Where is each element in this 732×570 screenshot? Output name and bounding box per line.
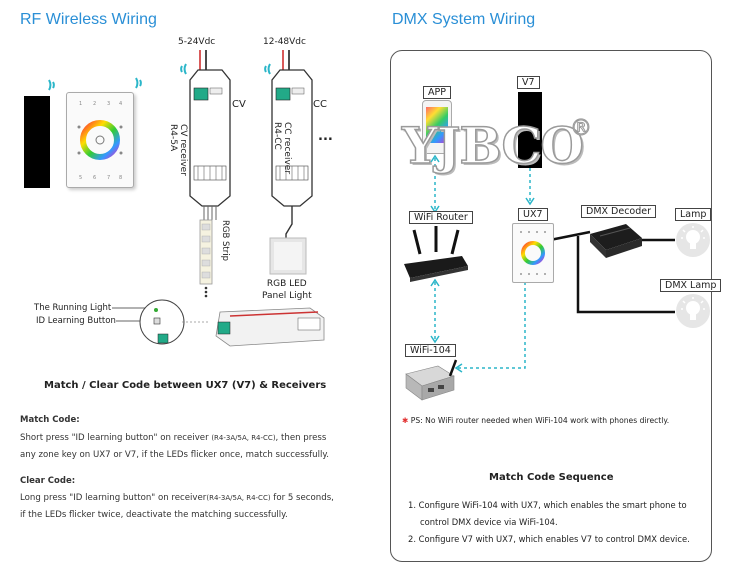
clear-code-line2: if the LEDs flicker twice, deactivate th… xyxy=(20,510,288,520)
step1-line2: control DMX device via WiFi-104. xyxy=(420,517,558,527)
clear-code-title: Clear Code: xyxy=(20,476,76,486)
dmx-decoder-image xyxy=(590,224,642,258)
receiver-closeup-diagram xyxy=(112,299,325,347)
wifi-icon xyxy=(135,77,142,89)
svg-text:1: 1 xyxy=(79,101,82,107)
color-wheel-icon: 1 2 3 4 5 6 7 8 xyxy=(77,101,123,181)
rgb-strip-label: RGB Strip xyxy=(220,220,230,262)
more-ellipsis: ... xyxy=(318,129,333,144)
running-light-label: The Running Light xyxy=(34,303,112,313)
clear-code-line1a: Long press "ID learning button" on recei… xyxy=(20,493,207,503)
match-code-line2: any zone key on UX7 or V7, if the LEDs f… xyxy=(20,450,330,460)
svg-text:7: 7 xyxy=(107,175,110,181)
wifi-icon xyxy=(264,63,271,75)
match-clear-heading: Match / Clear Code between UX7 (V7) & Re… xyxy=(44,380,327,391)
wifi104-label: WiFi-104 xyxy=(405,344,456,357)
match-code-line1b: , then press xyxy=(275,433,327,443)
lamp-label: Lamp xyxy=(675,208,712,221)
dmx-lamp-label: DMX Lamp xyxy=(660,279,722,292)
step2: 2. Configure V7 with UX7, which enables … xyxy=(408,534,690,544)
match-code-text: Short press "ID learning button" on rece… xyxy=(20,430,350,464)
match-code-line1a: Short press "ID learning button" on rece… xyxy=(20,433,212,443)
svg-text:8: 8 xyxy=(119,175,122,181)
svg-text:2: 2 xyxy=(93,101,96,107)
match-code-title: Match Code: xyxy=(20,415,80,425)
bulb-icon xyxy=(676,294,710,328)
app-label: APP xyxy=(423,86,451,99)
match-code-models: (R4-3A/5A, R4-CC) xyxy=(211,434,276,442)
v7-panel-image xyxy=(24,96,50,188)
wifi-icon xyxy=(48,79,55,91)
rf-section-title: RF Wireless Wiring xyxy=(20,11,157,28)
id-button-label: ID Learning Button xyxy=(36,316,116,326)
ux7-device-image xyxy=(512,223,554,283)
ps-asterisk: ✱ xyxy=(402,416,409,425)
cc-receiver-text: CC receiver R4-CC xyxy=(272,122,292,175)
cv-label: CV xyxy=(232,99,246,110)
ux7-label: UX7 xyxy=(518,208,548,221)
antenna-icon xyxy=(448,359,458,377)
cv-voltage-label: 5-24Vdc xyxy=(178,37,216,47)
phone-image xyxy=(422,100,452,154)
dmx-connection-diagram xyxy=(430,154,675,373)
wifi-router-label: WiFi Router xyxy=(409,211,473,224)
v7-label: V7 xyxy=(517,76,540,89)
step1-line1: 1. Configure WiFi-104 with UX7, which en… xyxy=(408,500,687,510)
sequence-title: Match Code Sequence xyxy=(489,472,614,483)
receiver-wiring-diagram xyxy=(189,50,313,298)
ps-note: ✱ PS: No WiFi router needed when WiFi-10… xyxy=(402,416,669,425)
ux7-panel-image: 1 2 3 4 5 6 7 8 xyxy=(66,92,134,188)
cc-voltage-label: 12-48Vdc xyxy=(263,37,306,47)
dmx-section-title: DMX System Wiring xyxy=(392,11,536,28)
clear-code-models: (R4-3A/5A, R4-CC) xyxy=(206,494,271,502)
cv-receiver-text: CV receiver R4-5A xyxy=(168,124,188,176)
registered-mark: ® xyxy=(570,116,593,142)
cc-label: CC xyxy=(313,99,327,110)
svg-text:3: 3 xyxy=(107,101,110,107)
ps-note-text: PS: No WiFi router needed when WiFi-104 … xyxy=(410,416,670,425)
wifi-router-image xyxy=(404,226,468,282)
yjbco-watermark: YJBCO xyxy=(401,115,584,176)
dmx-decoder-label: DMX Decoder xyxy=(581,205,657,218)
clear-code-line1b: for 5 seconds, xyxy=(270,493,334,503)
wifi-icon xyxy=(180,63,187,75)
svg-text:5: 5 xyxy=(79,175,82,181)
clear-code-text: Long press "ID learning button" on recei… xyxy=(20,490,350,524)
svg-text:4: 4 xyxy=(119,101,122,107)
wifi104-device-image xyxy=(405,359,458,401)
rgb-led-panel-label: RGB LED Panel Light xyxy=(262,279,312,301)
bulb-icon xyxy=(676,223,710,257)
color-wheel-icon xyxy=(520,231,546,275)
svg-text:6: 6 xyxy=(93,175,96,181)
sequence-steps: 1. Configure WiFi-104 with UX7, which en… xyxy=(408,497,690,548)
v7-device-image xyxy=(518,92,542,168)
